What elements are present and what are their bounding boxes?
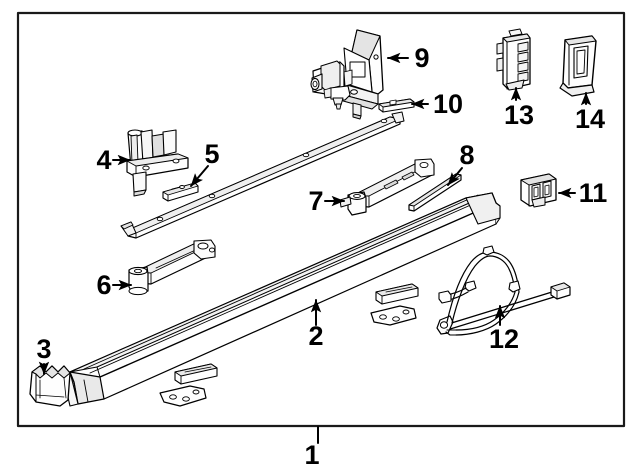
part-2-running-board-step [62, 192, 501, 407]
part-mounting-plate-lower [159, 385, 207, 407]
leader-5 [190, 165, 209, 187]
callout-label-12: 12 [489, 324, 519, 354]
callout-label-9: 9 [414, 43, 429, 73]
part-upper-support-rail [120, 111, 405, 239]
part-shim-plate-lower [174, 363, 218, 385]
callout-label-1: 1 [304, 440, 319, 470]
part-6-front-link-arm [128, 239, 216, 296]
callout-label-7: 7 [308, 186, 323, 216]
leader-8 [447, 167, 463, 186]
callout-leaders [38, 52, 592, 444]
part-4-pivot-bracket [126, 129, 189, 197]
part-mounting-plate-upper [370, 305, 417, 326]
callout-label-2: 2 [308, 321, 323, 351]
part-11-mounting-bracket [520, 173, 557, 208]
callout-label-10: 10 [433, 89, 463, 119]
callout-label-6: 6 [96, 270, 111, 300]
callout-label-4: 4 [96, 145, 111, 175]
callout-label-8: 8 [459, 140, 474, 170]
callout-label-14: 14 [575, 104, 605, 134]
part-7-rear-link-arm [339, 158, 435, 216]
callout-label-3: 3 [36, 334, 51, 364]
part-13-control-module-switch [496, 28, 531, 91]
callout-label-13: 13 [504, 100, 534, 130]
part-14-relay-cover [559, 35, 597, 97]
part-12-wiring-harness [436, 245, 571, 336]
callout-labels: 1 2 3 4 5 6 7 8 9 10 11 12 13 14 [36, 43, 607, 470]
callout-label-5: 5 [204, 139, 219, 169]
part-3-end-cap [29, 365, 71, 407]
part-9-drive-motor-assembly [310, 29, 384, 120]
part-shim-plate-upper [375, 283, 419, 305]
callout-label-11: 11 [579, 178, 608, 208]
